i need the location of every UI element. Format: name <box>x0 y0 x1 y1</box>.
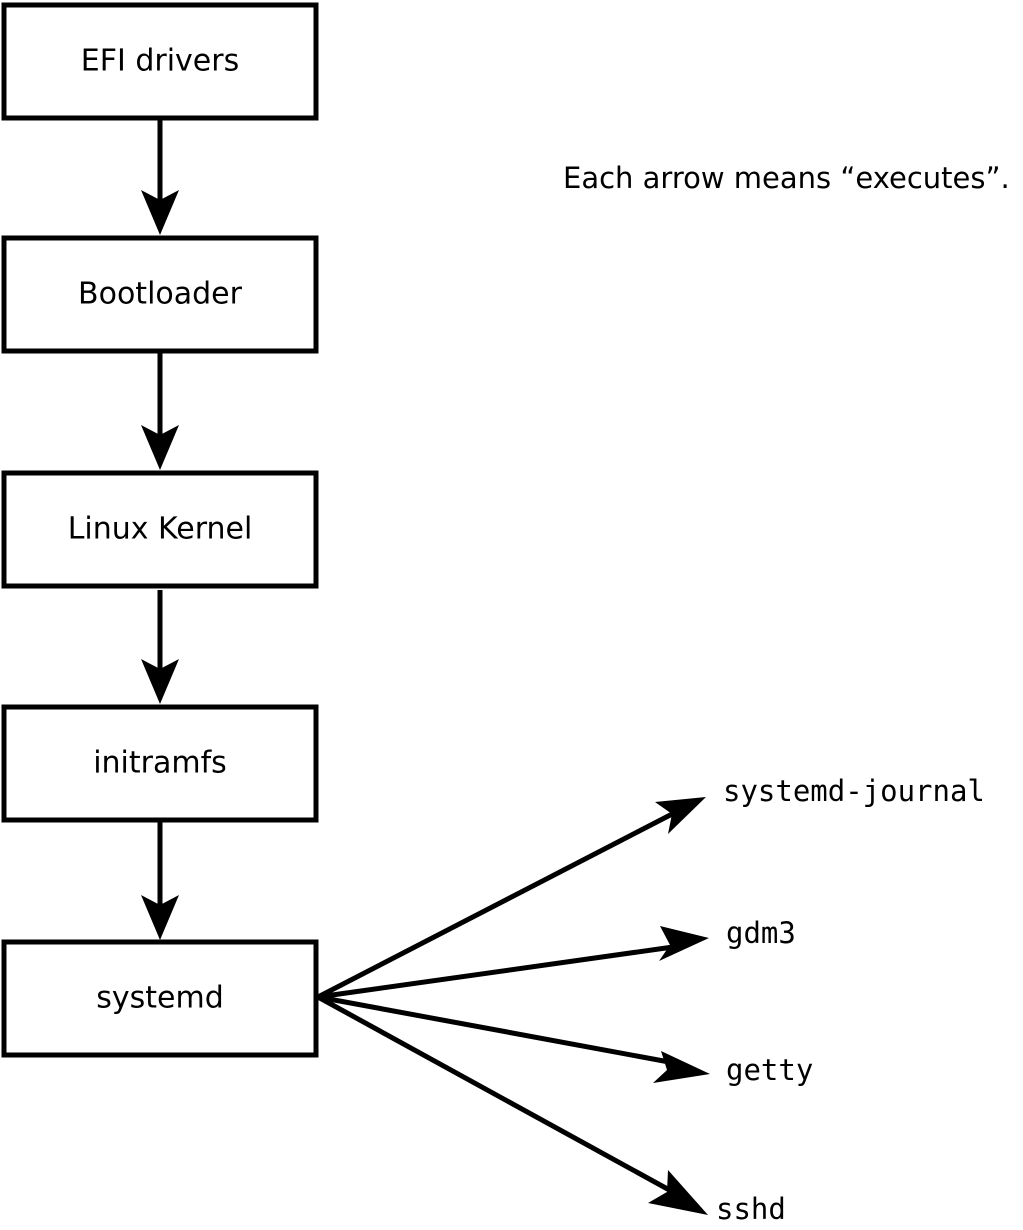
fan-arrow-systemd-journal <box>316 797 706 1000</box>
node-systemd[interactable]: systemd <box>1 939 319 1058</box>
node-label-linux-kernel: Linux Kernel <box>68 512 253 547</box>
chain-arrow-efi-to-bootloader <box>141 118 179 235</box>
chain-arrow-bootloader-to-kernel <box>141 353 179 470</box>
service-label-systemd-journal[interactable]: systemd-journal <box>723 774 985 808</box>
node-efi-drivers[interactable]: EFI drivers <box>1 2 319 121</box>
service-label-sshd[interactable]: sshd <box>716 1192 786 1226</box>
node-label-systemd: systemd <box>96 981 224 1016</box>
service-label-getty[interactable]: getty <box>726 1053 813 1087</box>
fan-arrow-gdm3 <box>317 926 709 1000</box>
service-label-gdm3[interactable]: gdm3 <box>726 916 796 950</box>
diagram-caption: Each arrow means “executes”. <box>563 161 1010 195</box>
fan-arrow-sshd <box>316 994 708 1215</box>
node-initramfs[interactable]: initramfs <box>1 704 319 823</box>
node-label-bootloader: Bootloader <box>78 277 243 312</box>
node-label-efi-drivers: EFI drivers <box>81 44 239 79</box>
node-linux-kernel[interactable]: Linux Kernel <box>1 470 319 589</box>
node-label-initramfs: initramfs <box>93 746 227 781</box>
node-bootloader[interactable]: Bootloader <box>1 235 319 354</box>
chain-arrow-initramfs-to-systemd <box>141 822 179 940</box>
chain-arrow-kernel-to-initramfs <box>141 590 179 704</box>
fan-arrow-getty <box>317 994 710 1083</box>
